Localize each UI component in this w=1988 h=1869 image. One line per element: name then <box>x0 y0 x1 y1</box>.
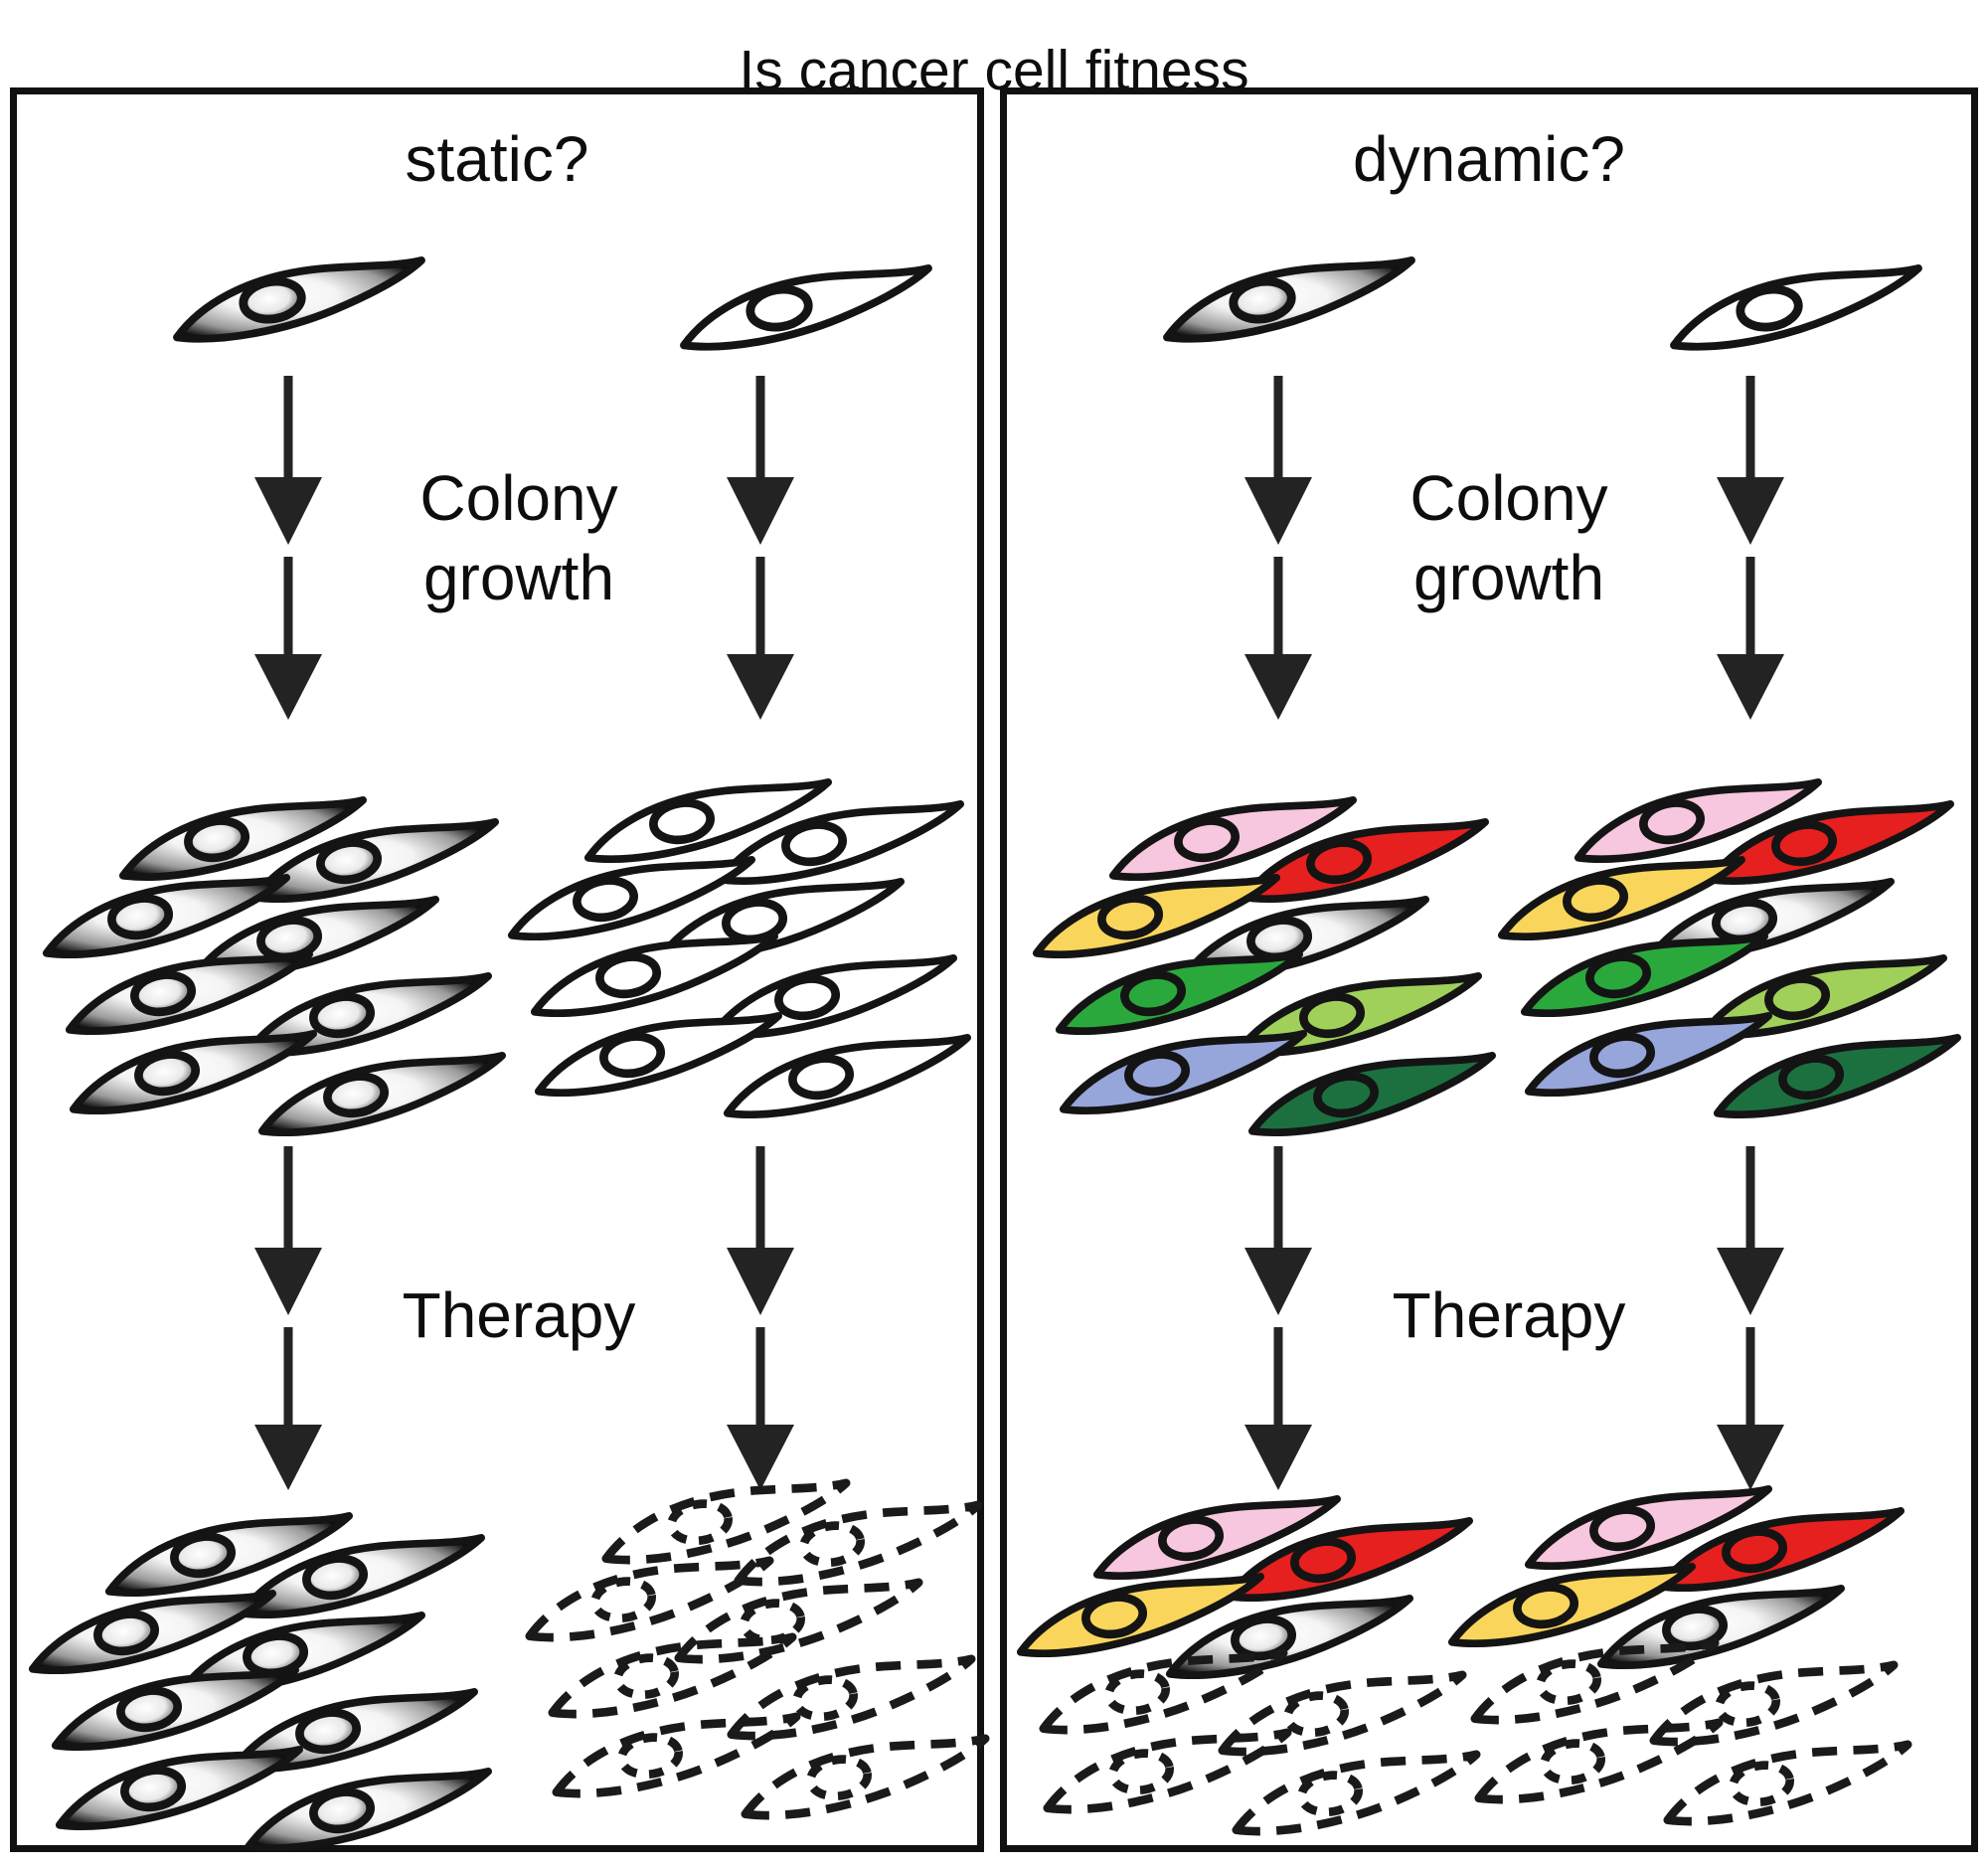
colony-growth-label-line1: Colony <box>419 462 618 534</box>
down-arrow-icon <box>1244 376 1312 720</box>
cancer-cell-icon <box>60 1750 299 1826</box>
down-arrow-icon <box>1717 1146 1784 1490</box>
down-arrow-icon <box>727 376 794 720</box>
colony-after-growth <box>19 795 536 1153</box>
down-arrow-icon <box>1717 376 1784 720</box>
panel-static: static? Colony growth Therapy <box>10 87 984 1852</box>
down-arrow-icon <box>1239 1146 1318 1490</box>
panel-dynamic-label: dynamic? <box>1353 123 1625 195</box>
panel-dynamic: dynamic? Colony growth Therapy <box>1000 87 1978 1852</box>
seed-cell-icon <box>679 263 932 361</box>
dead-cell-icon <box>1479 1723 1719 1799</box>
cancer-cell-icon <box>1064 1034 1303 1110</box>
colony-after-therapy <box>1424 1484 1941 1842</box>
cancer-cell-icon <box>1060 954 1299 1031</box>
panel-static-label: static? <box>405 123 589 195</box>
cancer-cell-icon <box>1674 268 1918 347</box>
seed-cell-icon <box>1162 255 1415 353</box>
therapy-label: Therapy <box>1392 1279 1626 1351</box>
seed-cell-icon <box>1669 263 1922 361</box>
down-arrow-icon <box>1711 1146 1790 1490</box>
colony-growth-label-line2: growth <box>422 542 615 613</box>
down-arrow-icon <box>254 376 322 720</box>
dead-cell-icon <box>739 1505 978 1582</box>
cancer-cell-icon <box>728 1038 967 1114</box>
dead-cell-icon <box>746 1739 985 1815</box>
colony-after-therapy <box>5 1511 522 1869</box>
down-arrow-icon <box>727 1146 794 1490</box>
cancer-cell-icon <box>1167 260 1411 339</box>
down-arrow-icon <box>1244 1146 1312 1490</box>
cancer-cell-icon <box>1718 1038 1957 1114</box>
cancer-cell-icon <box>684 268 928 347</box>
colony-after-therapy-dead <box>502 1478 1019 1836</box>
dead-cell-icon <box>606 1483 846 1560</box>
therapy-label: Therapy <box>402 1279 636 1351</box>
cancer-cell-icon <box>74 1034 313 1110</box>
dead-cell-icon <box>1048 1733 1287 1809</box>
cancer-cell-icon <box>248 1772 488 1848</box>
dead-cell-icon <box>530 1561 769 1637</box>
down-arrow-icon <box>721 1146 800 1490</box>
down-arrow-icon <box>248 376 328 720</box>
cancer-cell-icon <box>1529 1016 1768 1093</box>
colony-after-growth <box>484 777 1001 1135</box>
dead-cell-icon <box>557 1717 796 1793</box>
down-arrow-icon <box>721 376 800 720</box>
cancer-cell-icon <box>535 936 774 1013</box>
down-arrow-icon <box>254 1146 322 1490</box>
colony-growth-label: Colony growth <box>1325 458 1693 617</box>
colony-after-growth <box>1009 795 1526 1153</box>
down-arrow-icon <box>1239 376 1318 720</box>
cancer-cell-icon <box>1525 936 1764 1013</box>
down-arrow-icon <box>248 1146 328 1490</box>
colony-after-growth <box>1474 777 1988 1135</box>
colony-growth-label-line1: Colony <box>1409 462 1608 534</box>
seed-cell-icon <box>172 255 425 353</box>
cancer-cell-icon <box>1252 1056 1492 1132</box>
colony-growth-label: Colony growth <box>335 458 703 617</box>
dead-cell-icon <box>1668 1745 1907 1821</box>
cancer-cell-icon <box>539 1016 778 1093</box>
cancer-cell-icon <box>70 954 309 1031</box>
down-arrow-icon <box>1711 376 1790 720</box>
cancer-cell-icon <box>262 1056 502 1132</box>
dead-cell-icon <box>553 1637 792 1714</box>
cancer-cell-icon <box>177 260 421 339</box>
cancer-cell-icon <box>56 1670 295 1747</box>
colony-growth-label-line2: growth <box>1412 542 1605 613</box>
